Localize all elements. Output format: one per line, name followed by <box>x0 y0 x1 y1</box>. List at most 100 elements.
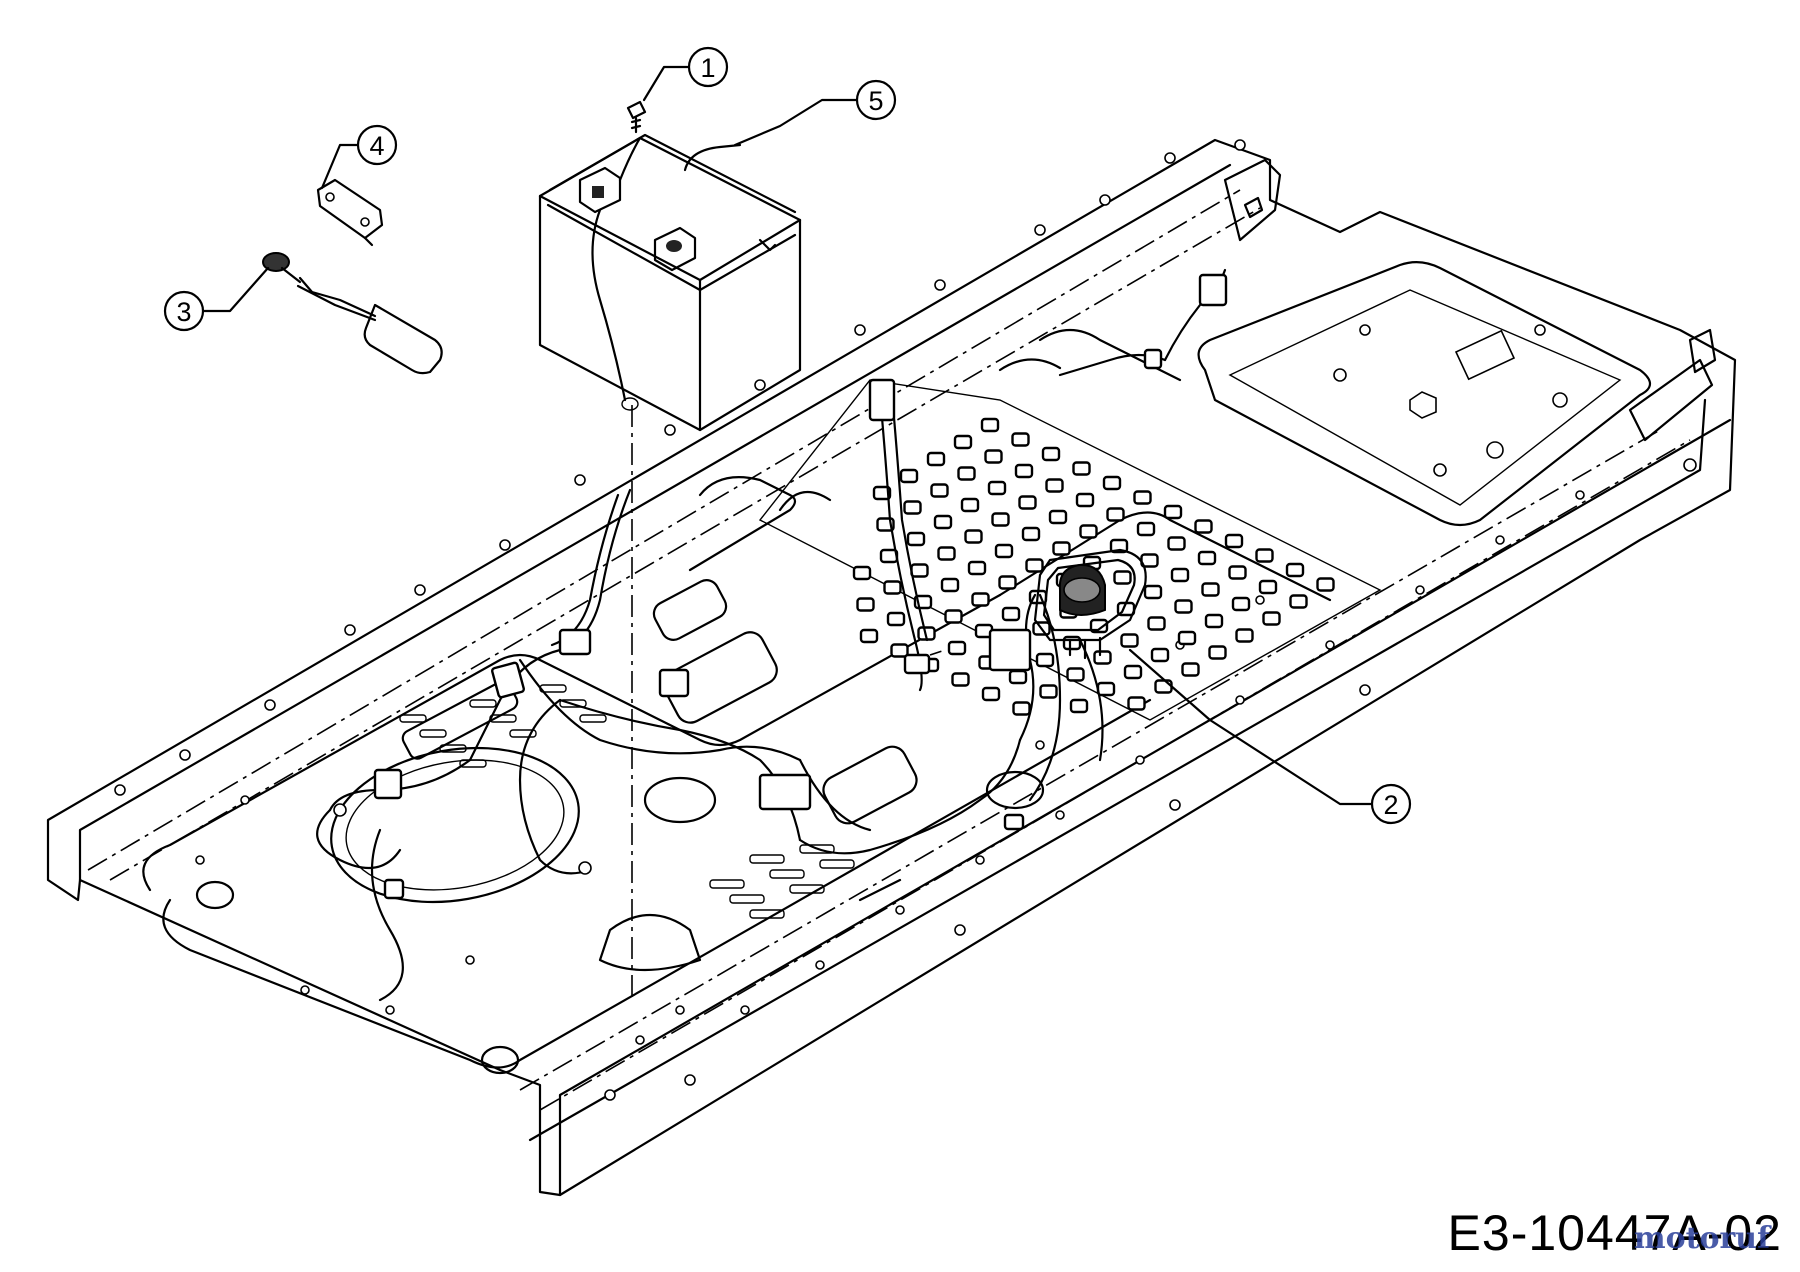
deck-perforation <box>1224 533 1244 549</box>
deck-outline <box>758 379 1382 721</box>
deck-perforation <box>971 592 990 607</box>
callout-3-label: 3 <box>176 297 191 327</box>
callout-3[interactable]: 3 <box>163 290 205 332</box>
deck-perforation <box>1045 478 1064 493</box>
deck-perforation <box>1106 507 1125 522</box>
deck-perforation <box>1170 567 1190 583</box>
callout-1-label: 1 <box>700 53 715 83</box>
callout-5-label: 5 <box>868 86 883 116</box>
deck-perforation <box>883 580 902 595</box>
deck-perforation <box>1096 681 1116 697</box>
deck-perforation <box>886 611 906 627</box>
deck-perforation <box>1093 650 1112 665</box>
watermark-logo: motoruf <box>1633 1221 1770 1256</box>
deck-perforation <box>1289 594 1308 609</box>
deck-perforation <box>940 577 960 593</box>
deck-perforation <box>987 480 1007 496</box>
deck-perforation <box>994 543 1014 559</box>
deck-perforation <box>1316 577 1335 592</box>
deck-perforation <box>906 531 926 547</box>
deck-perforation <box>991 512 1010 527</box>
deck-perforation <box>1021 526 1041 542</box>
deck-perforation <box>944 609 963 624</box>
deck-perforation <box>1012 701 1031 716</box>
deck-perforation <box>1109 538 1129 554</box>
deck-perforation <box>1136 521 1156 537</box>
frame-chassis <box>46 138 1737 1197</box>
deck-perforation <box>1052 541 1071 556</box>
deck-perforation <box>937 546 956 561</box>
deck-perforation <box>872 485 892 501</box>
deck-perforation <box>852 565 872 581</box>
deck-perforation <box>899 468 919 484</box>
callout-2[interactable]: 2 <box>1370 783 1412 825</box>
deck-perforation <box>1001 606 1021 622</box>
deck-perforation <box>1163 504 1183 520</box>
deck-perforation <box>1133 490 1152 505</box>
deck-perforation <box>1014 463 1034 479</box>
deck-perforation <box>957 466 976 481</box>
deck-perforation <box>1262 611 1281 626</box>
deck-perforation <box>1041 446 1061 462</box>
callout-2-label: 2 <box>1383 790 1398 820</box>
deck-perforation <box>1197 550 1217 566</box>
deck-perforation <box>947 640 967 656</box>
callout-4[interactable]: 4 <box>356 124 398 166</box>
deck-perforation <box>1255 548 1274 563</box>
deck-perforation <box>1167 536 1186 551</box>
deck-perforation <box>859 628 879 644</box>
deck-perforation <box>1174 599 1193 614</box>
ignition-key-part <box>262 252 443 375</box>
deck-perforation <box>967 560 987 576</box>
deck-perforation <box>1069 698 1089 714</box>
deck-perforation <box>1048 509 1068 525</box>
deck-perforation <box>1258 579 1278 595</box>
deck-perforation <box>930 483 949 498</box>
deck-perforation <box>1208 645 1227 660</box>
deck-perforation <box>856 597 875 612</box>
vent-slots-left <box>399 684 607 768</box>
deck-perforation <box>1008 669 1028 685</box>
mounting-holes <box>114 139 1697 1101</box>
deck-perforation <box>1011 432 1030 447</box>
deck-perforation <box>1177 630 1197 646</box>
deck-perforation <box>1120 633 1139 648</box>
deck-perforation <box>1123 664 1143 680</box>
deck-perforation <box>1228 565 1247 580</box>
ignition-switch-part <box>1033 548 1147 660</box>
deck-perforation <box>951 672 970 687</box>
deck-perforation <box>1154 679 1173 694</box>
deck-perforation <box>1075 492 1095 508</box>
deck-perforation <box>1025 558 1044 573</box>
deck-perforation <box>1150 647 1170 663</box>
deck-perforation <box>1231 596 1251 612</box>
callout-4-label: 4 <box>369 131 384 161</box>
deck-perforation <box>1147 616 1166 631</box>
deck-perforation <box>1194 519 1213 534</box>
callout-1[interactable]: 1 <box>687 46 729 88</box>
deck-perforation <box>964 529 983 544</box>
deck-perforation <box>1181 662 1200 677</box>
deck-perforation <box>1066 667 1085 682</box>
deck-perforation <box>1201 582 1220 597</box>
deck-perforation <box>998 575 1017 590</box>
deck-perforation <box>1143 584 1163 600</box>
deck-perforation <box>903 500 922 515</box>
callouts: 1 5 4 3 2 <box>163 46 1412 825</box>
deck-perforation <box>1113 570 1132 585</box>
deck-perforation <box>1035 652 1055 668</box>
deck-perforation <box>984 449 1003 464</box>
fuse-holder-part <box>316 178 384 247</box>
vent-slots-right <box>709 844 855 919</box>
callout-5[interactable]: 5 <box>855 79 897 121</box>
deck-perforation <box>980 417 1000 433</box>
deck-perforation <box>1235 628 1254 643</box>
deck-perforation <box>1039 684 1058 699</box>
deck-perforation <box>953 434 973 450</box>
deck-perforation <box>960 497 980 513</box>
battery-part <box>538 133 802 432</box>
wiring-harness <box>316 268 1228 1002</box>
deck-perforation <box>1127 696 1146 711</box>
deck-perforation <box>1079 524 1098 539</box>
